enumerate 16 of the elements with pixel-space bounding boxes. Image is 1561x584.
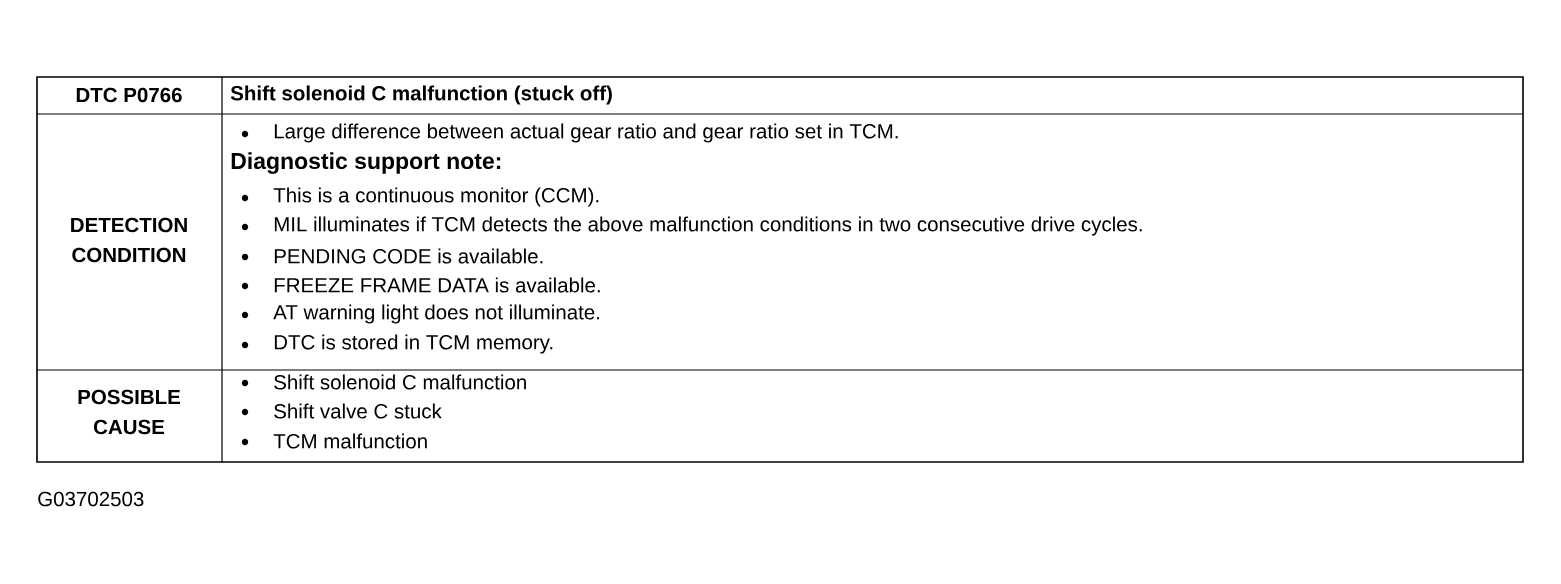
- bullet-text: PENDING CODE is available.: [274, 248, 543, 264]
- header-text: Shift solenoid C malfunction (stuck off): [230, 85, 612, 105]
- bullet-text: This is a continuous monitor (CCM).: [273, 187, 599, 207]
- bullet-text: DTC is stored in TCM memory.: [274, 334, 553, 354]
- bullet-text: FREEZE FRAME DATA is available.: [274, 277, 600, 293]
- header-text: DTC P0766: [76, 87, 182, 103]
- note-heading: Diagnostic support note:: [231, 152, 501, 174]
- bullet-text: TCM malfunction: [273, 433, 427, 449]
- row-heading: DETECTION CONDITION: [71, 217, 187, 263]
- row-heading: POSSIBLE CAUSE: [78, 389, 181, 435]
- bullet-text: Large difference between actual gear ratio and gear ratio set in TCM.: [274, 123, 898, 143]
- figure-code: G03702503: [38, 491, 144, 507]
- bullet-text: MIL illuminates if TCM detects the above malfunction conditions in two consecutive drive cycles.: [274, 216, 1142, 236]
- bullet-text: Shift solenoid C malfunction: [274, 374, 526, 390]
- bullet-text: AT warning light does not illuminate.: [273, 304, 600, 324]
- bullet-text: Shift valve C stuck: [274, 403, 442, 419]
